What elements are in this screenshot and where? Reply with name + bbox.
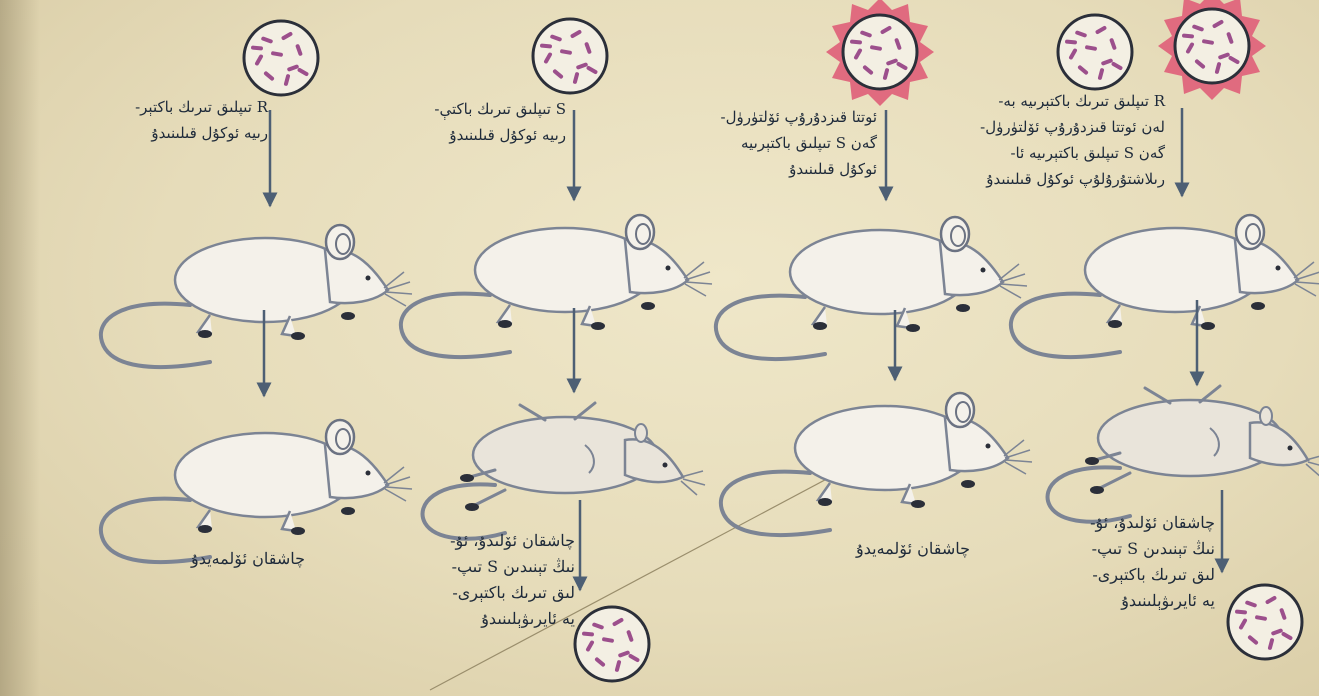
exp3-result-line-1: چاشقان ئۆلمەيدۇ <box>780 536 970 562</box>
exp3-mouse-injected <box>716 217 1027 359</box>
exp4-mouse-dead <box>1048 386 1319 522</box>
exp2-mouse-injected <box>401 215 712 357</box>
exp4-injection-line-4: رىلاشتۇرۇلۇپ ئوكۇل قىلىنىدۇ <box>890 166 1165 192</box>
exp4-result-line-3: لىق تىرىك باكتېرى- <box>1035 562 1215 588</box>
exp1-mouse-injected <box>101 225 412 367</box>
exp3-injection-label: ئوتتا قىزدۇرۇپ ئۆلتۈرۈل- گەن S تىپلىق با… <box>605 104 877 182</box>
exp2-result-dish <box>575 607 649 681</box>
exp4-result-line-1: چاشقان ئۆلىدۇ، ئۇ- <box>1035 510 1215 536</box>
exp2-source-dish <box>533 19 607 93</box>
exp4-injection-line-1: R تىپلىق تىرىك باكتېرىيە بە- <box>890 88 1165 114</box>
exp2-injection-label: S تىپلىق تىرىك باكتې- رىيە ئوكۇل قىلىنىد… <box>322 96 566 148</box>
exp4-injection-label: R تىپلىق تىرىك باكتېرىيە بە- لەن ئوتتا ق… <box>890 88 1165 192</box>
exp3-source-dish <box>843 15 917 89</box>
exp2-result-label: چاشقان ئۆلىدۇ، ئۇ- نىڭ تېنىدىن S تىپ- لى… <box>400 528 575 632</box>
exp3-injection-line-2: گەن S تىپلىق باكتېرىيە <box>605 130 877 156</box>
exp4-result-line-4: يە ئايرىۋېلىنىدۇ <box>1035 588 1215 614</box>
exp2-result-line-3: لىق تىرىك باكتېرى- <box>400 580 575 606</box>
exp2-injection-line-1: S تىپلىق تىرىك باكتې- <box>322 96 566 122</box>
exp2-result-line-1: چاشقان ئۆلىدۇ، ئۇ- <box>400 528 575 554</box>
exp4-result-label: چاشقان ئۆلىدۇ، ئۇ- نىڭ تېنىدىن S تىپ- لى… <box>1035 510 1215 614</box>
exp2-mouse-dead <box>423 403 705 539</box>
exp2-result-line-2: نىڭ تېنىدىن S تىپ- <box>400 554 575 580</box>
exp4-s-heatkilled-dish <box>1175 9 1249 83</box>
exp4-injection-line-3: گەن S تىپلىق باكتېرىيە ئا- <box>890 140 1165 166</box>
exp1-injection-label: R تىپلىق تىرىك باكتېر- رىيە ئوكۇل قىلىنى… <box>120 94 268 146</box>
exp3-injection-line-1: ئوتتا قىزدۇرۇپ ئۆلتۈرۈل- <box>605 104 877 130</box>
exp4-injection-line-2: لەن ئوتتا قىزدۇرۇپ ئۆلتۈرۈل- <box>890 114 1165 140</box>
exp4-mouse-injected <box>1011 215 1319 357</box>
exp4-r-dish <box>1058 15 1132 89</box>
exp3-result-label: چاشقان ئۆلمەيدۇ <box>780 536 970 562</box>
exp2-injection-line-2: رىيە ئوكۇل قىلىنىدۇ <box>322 122 566 148</box>
exp4-result-dish <box>1228 585 1302 659</box>
exp1-result-line-1: چاشقان ئۆلمەيدۇ <box>140 546 305 572</box>
exp1-injection-line-2: رىيە ئوكۇل قىلىنىدۇ <box>120 120 268 146</box>
exp1-injection-line-1: R تىپلىق تىرىك باكتېر- <box>120 94 268 120</box>
exp2-result-line-4: يە ئايرىۋېلىنىدۇ <box>400 606 575 632</box>
exp1-result-label: چاشقان ئۆلمەيدۇ <box>140 546 305 572</box>
exp1-mouse-alive <box>101 420 412 562</box>
exp3-mouse-alive <box>721 393 1032 535</box>
exp4-result-line-2: نىڭ تېنىدىن S تىپ- <box>1035 536 1215 562</box>
exp1-source-dish <box>244 21 318 95</box>
exp3-injection-line-3: ئوكۇل قىلىنىدۇ <box>605 156 877 182</box>
